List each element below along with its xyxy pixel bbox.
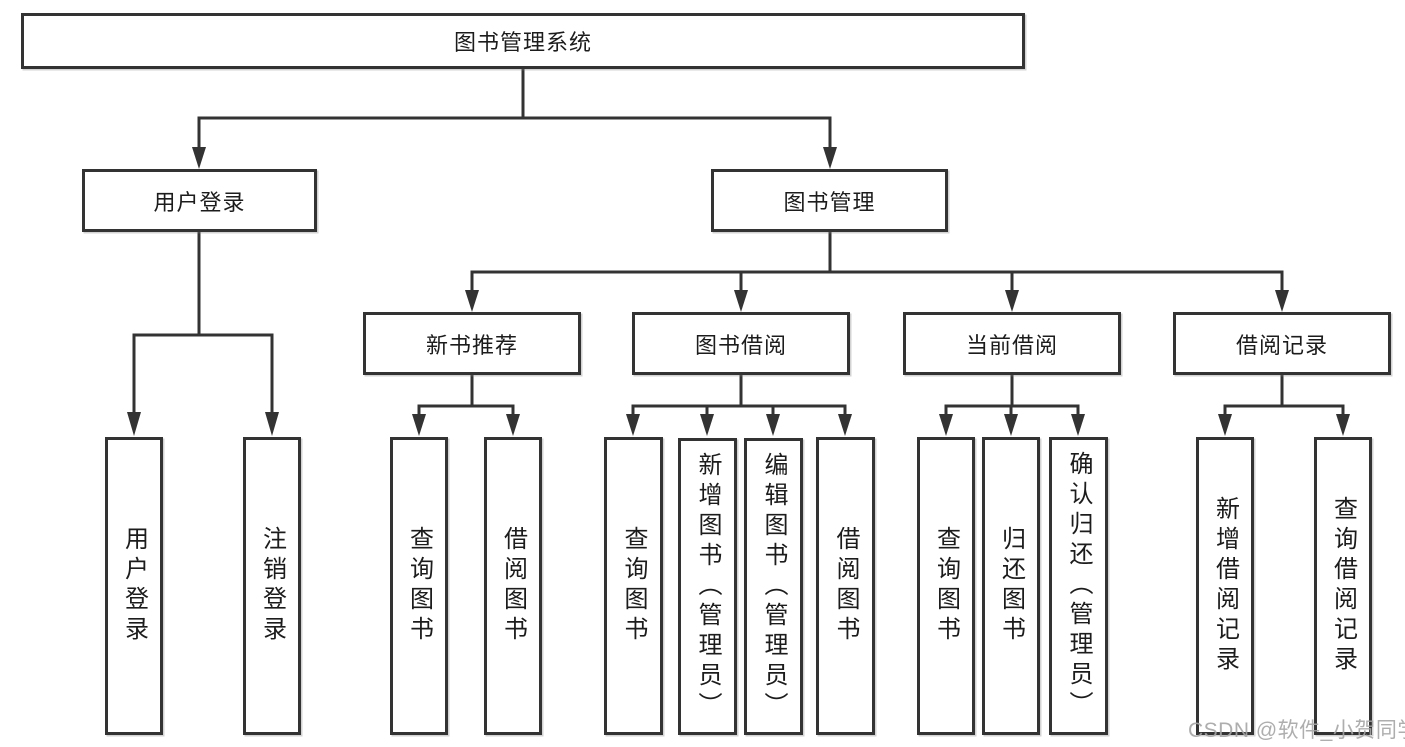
leaf-cb-query-books: 查询图书 xyxy=(917,437,975,735)
leaf-logout: 注销登录 xyxy=(243,437,301,735)
node-book-mgmt: 图书管理 xyxy=(711,169,948,232)
leaf-label: 借阅图书 xyxy=(499,526,527,646)
arrowheads xyxy=(127,147,1350,436)
leaf-user-login: 用户登录 xyxy=(105,437,163,735)
leaf-bb-borrow-books: 借阅图书 xyxy=(816,437,875,735)
node-current-borrow: 当前借阅 xyxy=(903,312,1121,375)
leaf-label: 查询图书 xyxy=(620,526,647,646)
leaf-bb-add-books-admin: 新增图书（管理员） xyxy=(678,438,737,735)
leaf-label: 归还图书 xyxy=(997,526,1025,646)
leaf-br-add-record: 新增借阅记录 xyxy=(1196,437,1254,735)
node-borrow-records: 借阅记录 xyxy=(1173,312,1391,375)
leaf-label: 查询借阅记录 xyxy=(1329,496,1357,676)
node-user-login: 用户登录 xyxy=(82,169,317,232)
leaf-label: 查询图书 xyxy=(932,526,960,646)
leaf-nbr-borrow-books: 借阅图书 xyxy=(484,437,542,735)
leaf-cb-confirm-return-admin: 确认归还（管理员） xyxy=(1049,437,1108,735)
node-new-book-recommend: 新书推荐 xyxy=(363,312,581,375)
leaf-label: 借阅图书 xyxy=(832,526,859,646)
leaf-label: 新增借阅记录 xyxy=(1211,496,1239,676)
leaf-nbr-query-books: 查询图书 xyxy=(390,437,448,735)
leaf-cb-return-books: 归还图书 xyxy=(982,437,1040,735)
leaf-bb-edit-books-admin: 编辑图书（管理员） xyxy=(744,438,803,735)
leaf-label: 用户登录 xyxy=(120,526,148,646)
leaf-label: 注销登录 xyxy=(258,526,286,646)
node-root: 图书管理系统 xyxy=(21,13,1025,69)
leaf-bb-query-books: 查询图书 xyxy=(604,437,663,735)
leaf-label: 确认归还（管理员） xyxy=(1065,451,1092,721)
leaf-br-query-record: 查询借阅记录 xyxy=(1314,437,1372,735)
csdn-watermark: CSDN @软件_小贺同学 xyxy=(1188,719,1405,742)
leaf-label: 新增图书（管理员） xyxy=(694,451,721,722)
leaf-label: 编辑图书（管理员） xyxy=(760,451,787,722)
node-book-borrow: 图书借阅 xyxy=(632,312,850,375)
leaf-label: 查询图书 xyxy=(405,526,433,646)
